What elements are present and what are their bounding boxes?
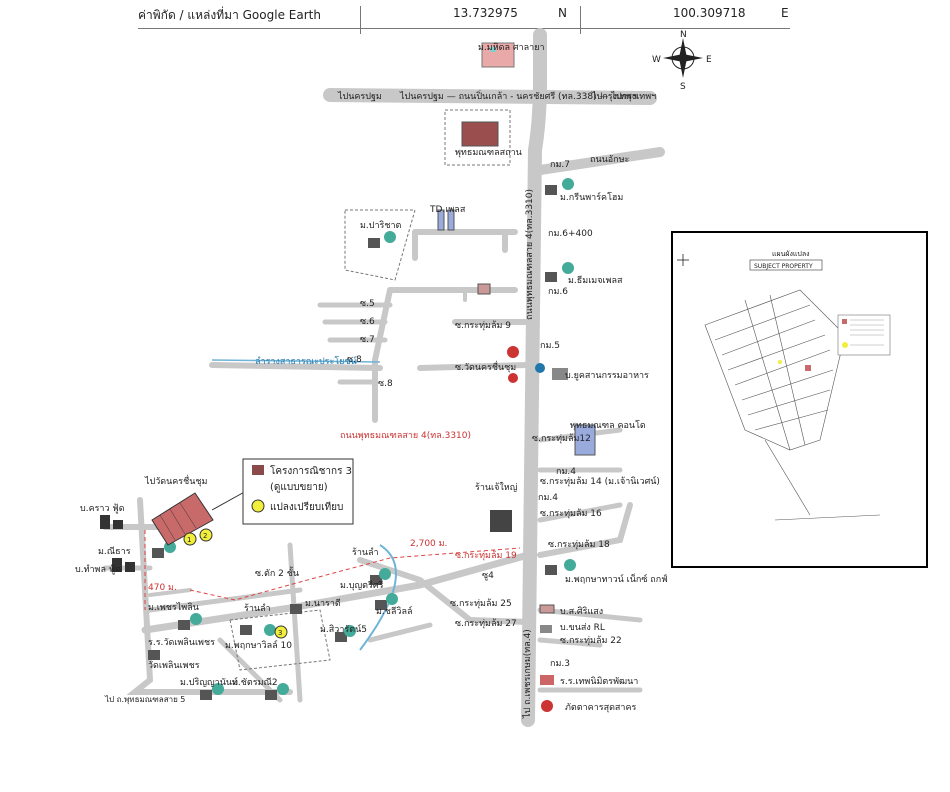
compass-s: S	[680, 82, 686, 92]
legend-project: โครงการณิชากร 3	[270, 464, 352, 477]
label-wat-nakhon: ซ.วัดนครชื่นชุม	[455, 360, 516, 373]
label-siwarat: ม.สิวารัตน์5	[320, 623, 367, 635]
label-to-bkk: ไปกรุงเทพฯ	[591, 91, 637, 102]
label-krathum25: ซ.กระทุ่มล้ม 25	[450, 598, 512, 609]
label-km5: กม.5	[540, 341, 560, 351]
label-dist-470: 470 ม.	[148, 583, 177, 593]
label-nutrition: บ.ยูคสานกรรมอาหาร	[565, 371, 649, 381]
label-srisang: บ.ส.ศิริแสง	[560, 606, 603, 617]
inset-subtitle: SUBJECT PROPERTY	[754, 263, 813, 270]
label-krathum9: ซ.กระทุ่มล้ม 9	[455, 320, 511, 331]
label-m-petch: ม.เพชรไพลิน	[148, 602, 199, 613]
svg-text:3: 3	[278, 629, 282, 637]
compare-marker-1	[183, 532, 197, 546]
label-vertical-road: ถนนพุทธมณฑลสาย 4(ทล.3310)	[525, 189, 535, 320]
label-krathum12: ซ.กระทุ่มล้ม12	[532, 433, 591, 444]
latitude-value: 13.732975	[453, 6, 518, 20]
legend-compare: แปลงเปรียบเทียบ	[270, 501, 343, 513]
label-bs-tak: ซ.ตัก 2 ชั้น	[255, 566, 299, 579]
label-s7: ซ.7	[360, 335, 375, 345]
label-main-road: ไปนครปฐม — ถนนปิ่นเกล้า - นครชัยศรี (ทล.…	[399, 89, 656, 102]
label-dist-2700: 2,700 ม.	[410, 539, 447, 549]
label-thamphon: บ.ทำพล ฟู้ด	[75, 564, 121, 575]
label-krathum27: ซ.กระทุ่มล้ม 27	[455, 618, 517, 629]
project-parcel	[151, 492, 214, 546]
label-thepnimit: ร.ร.เทพนิมิตรพัฒนา	[560, 676, 638, 687]
inset-title: แผนผังแปลง	[772, 250, 810, 258]
label-km4: กม.4	[556, 467, 576, 477]
label-chalermvit: ม.ชลีวิลล์	[376, 605, 413, 617]
label-thomas: ม.ธีมเมจเพลส	[568, 275, 623, 286]
compass-e: E	[706, 55, 712, 65]
label-to-wat: ไปวัดนครชื่นชุม	[144, 474, 208, 487]
label-cold-shop: ร้านลำ	[352, 547, 379, 558]
label-road-mid: ถนนพุทธมณฑลสาย 4(ทล.3310)	[340, 431, 471, 441]
inset-plan	[704, 289, 881, 521]
label-pruksa10: ม.พฤกษาวิลล์ 10	[225, 639, 292, 651]
compare-marker-2	[199, 528, 213, 542]
label-aksa: ถนนอักษะ	[590, 155, 630, 165]
label-to-nakhon: ไปนครปฐม	[337, 91, 382, 102]
label-buddha-condo: พุทธมณฑล คอนโด	[570, 420, 646, 431]
label-pruksa-town: ม.พฤกษาทาวน์ เน็กซ์ ถกฟ์	[565, 572, 668, 585]
compass-n: N	[680, 30, 687, 40]
label-s6: ซ.6	[360, 317, 375, 327]
label-wat-phailin: ร.ร.วัดเพลินเพชร	[148, 637, 215, 648]
label-big-market: ร้านเจ้ใหญ่	[475, 482, 518, 493]
label-yutarat: ม.บุญตรีศรี	[340, 580, 384, 591]
label-naratee: ม.นาราดี	[305, 598, 341, 609]
legend-project2: (ดูแบบขยาย)	[270, 482, 328, 493]
label-punyanan: ม.ปริญญานันท์	[180, 676, 238, 688]
label-km6: กม.6	[548, 287, 568, 297]
svg-text:2: 2	[203, 532, 207, 540]
longitude-dir: E	[781, 6, 789, 20]
label-kraw-food: บ.คราว ฟู้ด	[80, 503, 125, 514]
canal-line	[359, 544, 397, 651]
label-green-park: ม.กรีนพาร์คโฮม	[560, 191, 623, 203]
building-icons	[100, 42, 596, 712]
label-td-place: TD.เพลส	[429, 205, 466, 215]
label-rl: บ.ขนส่ง RL	[560, 623, 605, 633]
coord-source-label: ค่าพิกัด / แหล่งที่มา Google Earth	[138, 8, 321, 22]
header-divider	[580, 6, 581, 34]
compass-w: W	[652, 55, 661, 65]
label-wat-phailin2: วัดเพลินเพชร	[148, 660, 200, 671]
coordinate-header: ค่าพิกัด / แหล่งที่มา Google Earth 13.73…	[138, 0, 790, 34]
road-aksa	[535, 147, 665, 175]
label-to-south: ไป ถ.เพชรเกษม(ทล.4)	[522, 629, 533, 719]
label-km7: กม.7	[550, 160, 570, 170]
label-s5: ซ.5	[360, 299, 375, 309]
label-s8: ซ.8	[347, 355, 362, 365]
label-cold-shop2: ร้านลำ	[244, 603, 271, 614]
label-krathum16: ซ.กระทุ่มล้ม 16	[540, 508, 602, 519]
label-krathum19: ซ.กระทุ่มล้ม 19	[455, 550, 517, 561]
label-restaurant: ภัตตาคารสุดสาคร	[565, 703, 636, 713]
label-chatsuwan: ม.ชัตรมณี2	[232, 677, 278, 688]
label-to-road5: ไป ถ.พุทธมณฑลสาย 5	[104, 695, 185, 704]
label-krathum14: ซ.กระทุ่มล้ม 14 (ม.เจ้านิเวศน์)	[540, 475, 660, 487]
road-phutthamonthon-4	[521, 28, 547, 727]
label-km4b: กม.4	[538, 493, 558, 503]
longitude-value: 100.309718	[673, 6, 746, 20]
label-buddha: พุทธมณฑลสถาน	[455, 148, 522, 158]
label-krathum18: ซ.กระทุ่มล้ม 18	[548, 539, 610, 550]
label-m-thang: ม.ณีธาร	[98, 546, 131, 557]
label-canal: ลำรางสาธารณะประโยชน์	[255, 355, 357, 367]
header-divider	[360, 6, 361, 34]
legend-compare-swatch	[251, 499, 265, 513]
label-s8b: ซ.8	[378, 379, 393, 389]
compare-marker-3	[274, 625, 288, 639]
label-mahidol: ม.มหิดล ศาลายา	[478, 42, 545, 53]
road-pinklao	[323, 88, 657, 105]
label-pawarat: ม.ปาริชาต	[360, 220, 402, 231]
svg-text:1: 1	[187, 536, 191, 544]
latitude-dir: N	[558, 6, 567, 20]
label-su4: ซู4	[482, 571, 494, 581]
compass-rose	[663, 38, 703, 78]
label-km6-400: กม.6+400	[548, 229, 593, 239]
legend-project-swatch	[252, 465, 264, 475]
label-km3: กม.3	[550, 659, 570, 669]
label-krathum22: ซ.กระทุ่มล้ม 22	[560, 635, 622, 646]
